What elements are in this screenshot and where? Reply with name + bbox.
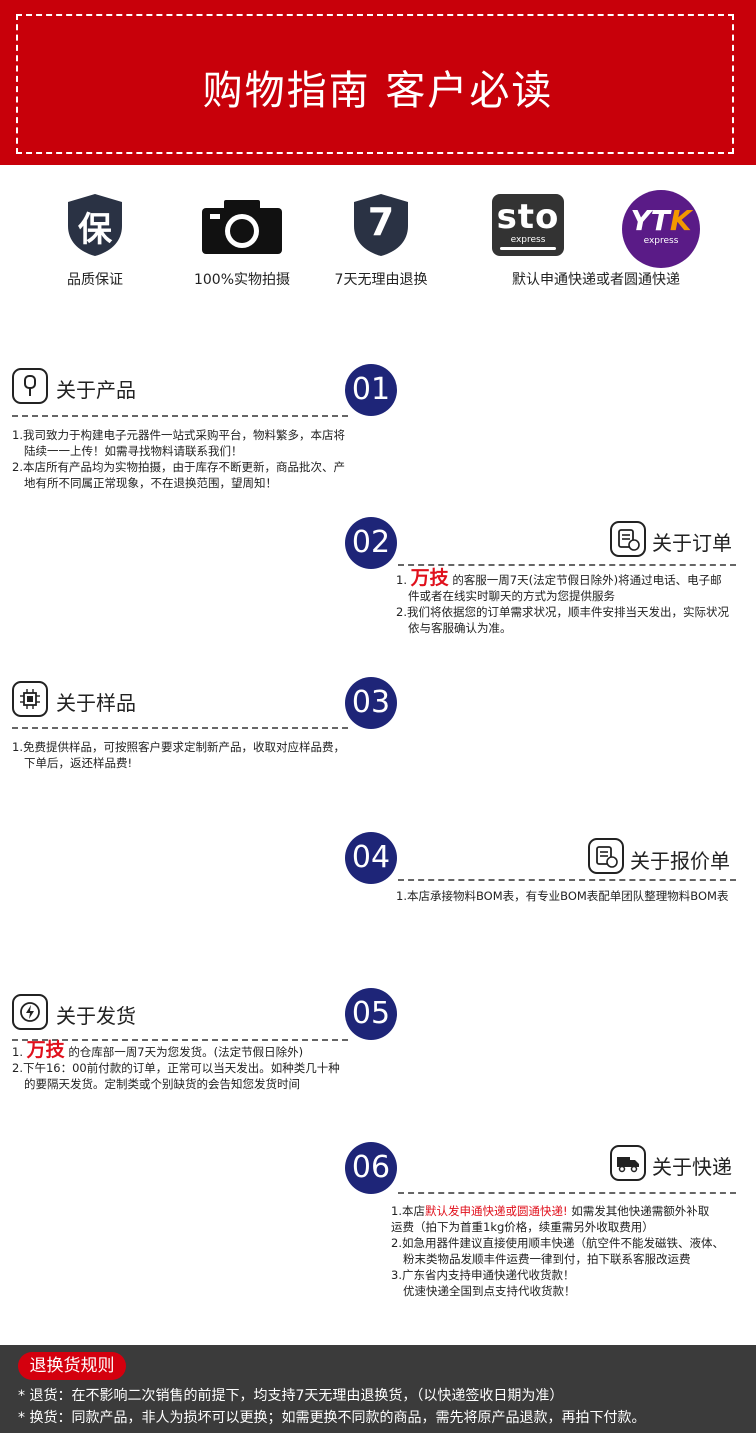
brand-name: 万技	[410, 567, 449, 589]
lightning-icon	[12, 994, 48, 1030]
sto-logo-sub: express	[510, 235, 546, 245]
section-04-title: 关于报价单	[630, 849, 730, 873]
section-03-number: 03	[345, 677, 397, 729]
badge-photo-label: 100%实物拍摄	[193, 272, 291, 288]
product-icon	[12, 368, 48, 404]
truck-icon	[610, 1145, 646, 1181]
section-05-line: 的仓库部一周7天为您发货。(法定节假日除外)	[68, 1045, 304, 1059]
exchange-rule: * 换货：同款产品，非人为损坏可以更换；如需更换不同款的商品，需先将原产品退款，…	[18, 1410, 646, 1426]
yto-logo-sub: express	[643, 236, 679, 246]
section-06-line: 如需发其他快递需额外补取	[567, 1204, 710, 1218]
yto-logo-yt: YT	[630, 204, 670, 237]
shield-7-char: 7	[367, 200, 395, 244]
section-05-number: 05	[345, 988, 397, 1040]
badge-courier-label: 默认申通快递或者圆通快递	[512, 272, 680, 288]
yto-logo-k: K	[669, 204, 692, 237]
section-02-divider	[398, 564, 736, 566]
section-06-text: 1.本店默认发申通快递或圆通快递! 如需发其他快递需额外补取 运费（拍下为首重1…	[391, 1203, 751, 1299]
section-02-prefix: 1.	[396, 573, 407, 587]
section-04-line: 1.本店承接物料BOM表，有专业BOM表配单团队整理物料BOM表	[396, 889, 729, 903]
section-01-line: 1.我司致力于构建电子元器件一站式采购平台，物料繁多，本店将	[12, 428, 345, 442]
section-03-divider	[12, 727, 348, 729]
yto-logo-text: YTK	[622, 190, 700, 236]
section-01-line: 2.本店所有产品均为实物拍摄，由于库存不断更新，商品批次、产	[12, 460, 345, 474]
sto-logo-stripe	[500, 247, 556, 250]
section-06-line: 粉末类物品发顺丰件运费一律到付，拍下联系客服改运费	[403, 1252, 691, 1266]
section-06-highlight: 默认发申通快递或圆通快递!	[424, 1204, 568, 1218]
section-02-line: 的客服一周7天(法定节假日除外)将通过电话、电子邮	[452, 573, 722, 587]
section-06-prefix: 1.本店	[391, 1204, 425, 1218]
section-06-divider	[398, 1192, 736, 1194]
chip-icon	[12, 681, 48, 717]
section-06-line: 优速快递全国到点支持代收货款！	[403, 1284, 576, 1298]
banner-dashed-frame	[16, 14, 734, 154]
section-02-line: 2.我们将依据您的订单需求状况，顺丰件安排当天发出，实际状况	[396, 605, 729, 619]
section-05-line: 2.下午16：00前付款的订单，正常可以当天发出。如种类几十种	[12, 1061, 340, 1075]
quote-icon	[588, 838, 624, 874]
section-04-text: 1.本店承接物料BOM表，有专业BOM表配单团队整理物料BOM表	[396, 888, 754, 904]
camera-icon	[200, 198, 284, 256]
section-06-line: 2.如急用器件建议直接使用顺丰快递（航空件不能发磁铁、液体、	[391, 1236, 724, 1250]
section-05-divider	[12, 1039, 348, 1041]
section-03-line: 1.免费提供样品，可按照客户要求定制新产品，收取对应样品费，	[12, 740, 345, 754]
header-banner	[0, 0, 756, 165]
section-03-text: 1.免费提供样品，可按照客户要求定制新产品，收取对应样品费， 下单后，返还样品费…	[12, 739, 372, 771]
section-01-divider	[12, 415, 348, 417]
section-02-line: 依与客服确认为准。	[408, 621, 512, 635]
shield-char: 保	[78, 210, 112, 250]
order-icon	[610, 521, 646, 557]
sto-logo-icon: sto express	[492, 194, 564, 256]
section-03-line: 下单后，返还样品费!	[24, 756, 133, 770]
section-06-number: 06	[345, 1142, 397, 1194]
section-06-title: 关于快递	[652, 1155, 732, 1179]
return-rule: * 退货：在不影响二次销售的前提下，均支持7天无理由退换货，（以快递签收日期为准…	[18, 1388, 564, 1404]
section-04-divider	[398, 879, 736, 881]
shield-7-icon: 7	[350, 192, 412, 258]
sto-logo-text: sto	[496, 197, 560, 237]
section-02-title: 关于订单	[652, 531, 732, 555]
section-02-line: 件或者在线实时聊天的方式为您提供服务	[408, 589, 615, 603]
brand-name: 万技	[26, 1039, 65, 1061]
badge-return-label: 7天无理由退换	[334, 272, 428, 288]
section-04-number: 04	[345, 832, 397, 884]
section-05-line: 的要隔天发货。定制类或个别缺货的会告知您发货时间	[24, 1077, 300, 1091]
section-01-line: 陆续一一上传！如需寻找物料请联系我们！	[24, 444, 243, 458]
section-06-line: 运费（拍下为首重1kg价格，续重需另外收取费用）	[391, 1220, 654, 1234]
section-01-text: 1.我司致力于构建电子元器件一站式采购平台，物料繁多，本店将 陆续一一上传！如需…	[12, 427, 372, 491]
section-01-line: 地有所不同属正常现象，不在退换范围，望周知！	[24, 476, 277, 490]
section-01-title: 关于产品	[56, 378, 136, 402]
section-05-title: 关于发货	[56, 1004, 136, 1028]
section-02-text: 1. 万技 的客服一周7天(法定节假日除外)将通过电话、电子邮 件或者在线实时聊…	[396, 567, 752, 636]
banner-title: 购物指南 客户必读	[202, 68, 554, 114]
section-06-line: 3.广东省内支持申通快递代收货款！	[391, 1268, 575, 1282]
section-05-text: 1. 万技 的仓库部一周7天为您发货。(法定节假日除外) 2.下午16：00前付…	[12, 1039, 372, 1092]
return-rules-footer	[0, 1345, 756, 1433]
section-03-title: 关于样品	[56, 691, 136, 715]
shield-icon: 保	[64, 192, 126, 258]
section-05-prefix: 1.	[12, 1045, 23, 1059]
yto-logo-icon: YTK express	[622, 190, 700, 268]
section-02-number: 02	[345, 517, 397, 569]
badge-quality-label: 品质保证	[67, 272, 123, 288]
section-01-number: 01	[345, 364, 397, 416]
return-rules-badge: 退换货规则	[18, 1352, 126, 1380]
